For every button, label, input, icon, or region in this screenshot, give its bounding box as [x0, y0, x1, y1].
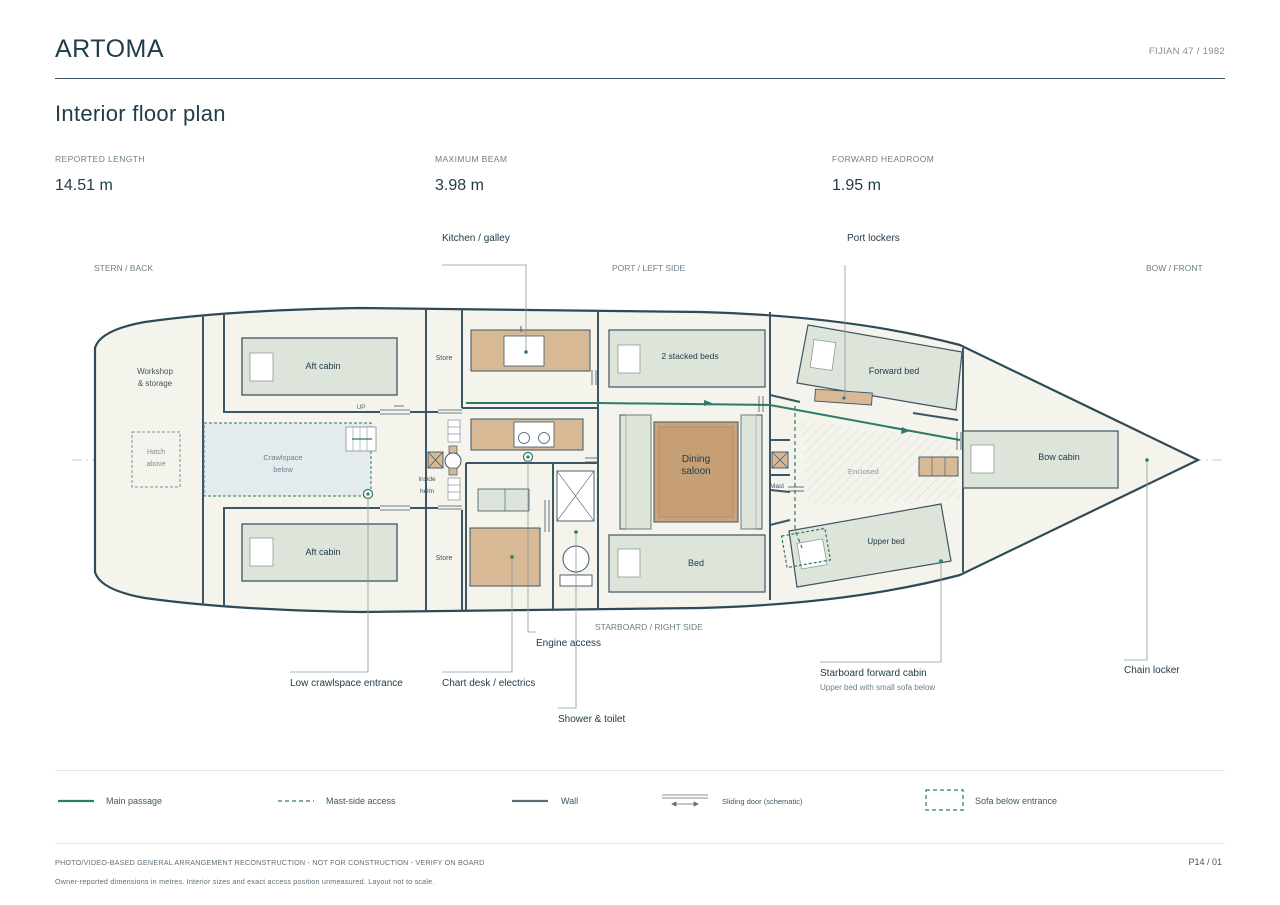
pillow-icon	[970, 444, 995, 474]
passage-arrow	[704, 400, 712, 406]
bulkheads	[202, 309, 964, 611]
inside-helm-label-1: Inside	[418, 476, 436, 483]
forward-bed-label: Forward bed	[869, 366, 920, 376]
marker-dot	[524, 350, 528, 354]
bed-label: Bed	[688, 558, 704, 568]
legend-sofa-icon	[925, 789, 964, 811]
aft-cabin-starboard-label: Aft cabin	[305, 547, 340, 557]
stat-headroom-value: 1.95 m	[832, 177, 881, 194]
main-passage-line	[466, 402, 961, 441]
legend-sliding-door-icon	[662, 794, 708, 807]
workshop-label-1: Workshop	[137, 367, 173, 376]
legend-divider	[55, 770, 1225, 771]
page-number: P14 / 01	[1188, 857, 1222, 867]
starboard-label: STARBOARD / RIGHT SIDE	[595, 622, 703, 632]
footer-note: Owner-reported dimensions in metres. Int…	[55, 877, 435, 886]
enclosed-label: Enclosed	[848, 467, 879, 476]
port-label: PORT / LEFT SIDE	[612, 263, 686, 273]
stern-label: STERN / BACK	[94, 263, 153, 273]
marker-dot	[842, 396, 846, 400]
chain-locker-marker	[1145, 458, 1149, 462]
up-label: UP	[356, 404, 365, 411]
header-divider	[55, 78, 1225, 79]
upper-bed	[788, 503, 952, 588]
hatch-label-2: above	[146, 461, 165, 468]
marker-dot	[939, 559, 943, 563]
callout-chain-locker: Chain locker	[1124, 665, 1180, 676]
footer-disclaimer: PHOTO/VIDEO-BASED GENERAL ARRANGEMENT RE…	[55, 858, 485, 867]
mast-label: Mast	[770, 483, 784, 490]
store-starboard-label: Store	[436, 555, 453, 562]
callout-kitchen: Kitchen / galley	[442, 233, 510, 244]
marker-dot	[510, 555, 514, 559]
aft-cabin-port-bed	[241, 337, 398, 396]
saloon-settee-starboard	[740, 414, 763, 530]
helm-console	[448, 445, 458, 454]
companion-steps	[447, 419, 461, 501]
legend-sliding-door-label: Sliding door (schematic)	[722, 797, 803, 806]
callout-chart-desk: Chart desk / electrics	[442, 678, 535, 689]
saloon-settee-port	[619, 414, 652, 530]
hatch-label-1: Hatch	[147, 449, 165, 456]
callout-starboard-forward-cabin: Starboard forward cabin	[820, 668, 927, 679]
crawlspace-steps	[345, 426, 377, 452]
store-port-label: Store	[436, 355, 453, 362]
brand-title: ARTOMA	[55, 35, 165, 63]
legend-sofa-label: Sofa below entrance	[975, 796, 1058, 806]
crawlspace-label-2: below	[273, 465, 293, 474]
chart-desk-top	[477, 488, 530, 512]
legend-mast-side-label: Mast-side access	[326, 796, 396, 806]
stat-length-label: REPORTED LENGTH	[55, 154, 145, 164]
workshop-label-2: & storage	[138, 379, 173, 388]
inside-helm-label-2: helm	[420, 488, 434, 495]
crawlspace-label-1: Crawlspace	[263, 453, 302, 462]
helm-wheel-icon	[444, 452, 462, 470]
pillow-icon	[809, 339, 837, 371]
stat-length-value: 14.51 m	[55, 177, 113, 194]
dining-label-1: Dining	[682, 454, 710, 465]
legend-wall-label: Wall	[561, 796, 579, 806]
upper-bed-label: Upper bed	[867, 537, 904, 546]
floor-plan: STERN / BACK PORT / LEFT SIDE BOW / FRON…	[72, 233, 1222, 725]
mast-side-access-line	[794, 406, 803, 549]
bow-locker	[918, 456, 959, 477]
pillow-icon	[249, 537, 274, 567]
callout-low-crawlspace: Low crawlspace entrance	[290, 678, 403, 689]
marker-dot	[574, 530, 578, 534]
callout-port-lockers: Port lockers	[847, 233, 900, 244]
pillow-icon	[617, 548, 641, 578]
sliding-door-aft	[380, 405, 462, 511]
crawlspace-area	[203, 422, 372, 497]
passage-arrow	[901, 427, 910, 434]
hatch-above	[131, 431, 181, 488]
legend-main-passage-label: Main passage	[106, 796, 163, 806]
page-title: Interior floor plan	[55, 101, 226, 126]
legend	[58, 789, 964, 811]
bow-label: BOW / FRONT	[1146, 263, 1203, 273]
enclosed-area	[800, 420, 960, 505]
callout-engine-access: Engine access	[536, 638, 601, 649]
pillow-icon	[249, 352, 274, 382]
sofa-below-entrance	[780, 527, 832, 569]
model-year: FIJIAN 47 / 1982	[1148, 46, 1225, 57]
footer-divider	[55, 843, 1225, 844]
stat-beam-label: MAXIMUM BEAM	[435, 154, 508, 164]
sink-icon	[503, 335, 545, 367]
chart-desk-electrics	[469, 527, 541, 587]
aft-cabin-port-label: Aft cabin	[305, 361, 340, 371]
helm-console	[448, 467, 458, 476]
bow-cabin-label: Bow cabin	[1038, 452, 1080, 462]
marker-dot	[366, 492, 370, 496]
marker-dot	[526, 455, 530, 459]
callout-starboard-forward-sub: Upper bed with small sofa below	[820, 683, 935, 692]
pillow-icon	[617, 344, 641, 374]
stat-beam-value: 3.98 m	[435, 177, 484, 194]
door-ticks	[544, 370, 962, 532]
callout-shower: Shower & toilet	[558, 714, 625, 725]
callout-leaders	[290, 264, 1148, 709]
dining-label-2: saloon	[681, 466, 710, 477]
stat-headroom-label: FORWARD HEADROOM	[832, 154, 935, 164]
stacked-beds-label: 2 stacked beds	[661, 351, 718, 361]
forward-bed	[796, 324, 963, 411]
